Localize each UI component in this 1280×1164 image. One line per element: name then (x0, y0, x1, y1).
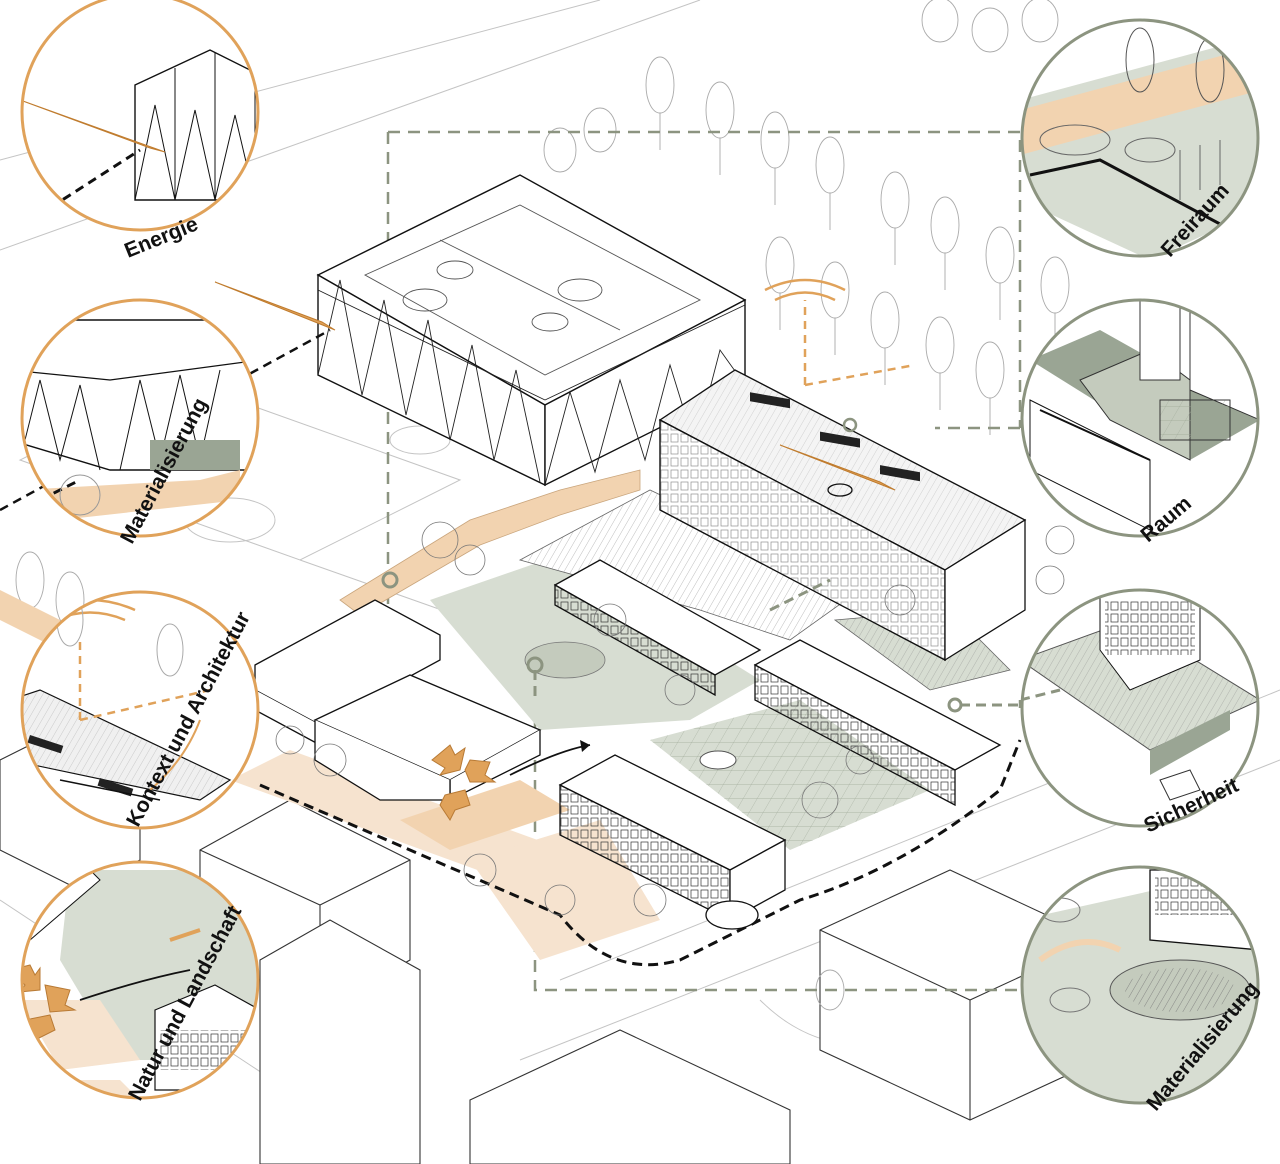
callout-natur: Natur und Landschaft (20, 860, 260, 1104)
low-buildings (254, 559, 1002, 930)
site-boundary-dashed (259, 739, 1022, 967)
site-trees (275, 521, 1075, 917)
energy-arrow-hall (214, 281, 336, 331)
callout-freiraum: Freiraum (1020, 18, 1260, 261)
recycling-arrows (431, 744, 497, 821)
callout-energie: Energie (20, 0, 260, 263)
callout-materialisierung-left: Materialisierung (20, 298, 260, 547)
callout-raum: Raum (1020, 298, 1260, 547)
callout-sicherheit: Sicherheit (1020, 588, 1260, 838)
site-frame-dashed (388, 130, 1022, 992)
sports-hall (316, 174, 747, 487)
site-ground (0, 469, 1011, 960)
energy-arrow-main (779, 444, 896, 491)
main-school-building (658, 369, 1027, 662)
callout-kontext: Kontext und Architektur (20, 590, 260, 830)
context-buildings (0, 729, 1101, 1164)
green-dashed-connectors (381, 571, 1020, 713)
